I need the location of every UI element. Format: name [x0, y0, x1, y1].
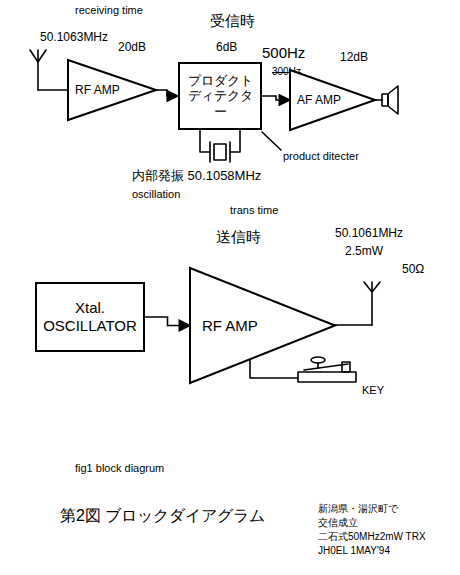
section-label: trans time	[230, 204, 278, 217]
gain-label: 12dB	[340, 50, 368, 64]
antenna-symbol	[30, 50, 68, 90]
key-symbol	[250, 357, 356, 382]
section-heading: 送信時	[216, 228, 261, 246]
leader-line	[262, 132, 281, 150]
signal-arrow	[156, 90, 178, 96]
oscillator-label: 内部発振 50.1058MHz	[132, 168, 261, 184]
antenna-symbol	[335, 282, 380, 325]
speaker-symbol	[375, 86, 398, 114]
impedance-label: 50Ω	[402, 262, 424, 276]
section-heading: 受信時	[210, 12, 255, 30]
node-text: AF AMP	[297, 93, 341, 107]
frequency-label: 50.1063MHz	[40, 30, 108, 44]
caption: 第2図 ブロックダイアグラム	[60, 506, 265, 525]
key-label: KEY	[362, 384, 384, 397]
detector-box: プロダクト ディテクター	[178, 62, 262, 130]
frequency-label: 50.1061MHz	[335, 226, 403, 240]
crystal-symbol	[200, 130, 240, 162]
note-line: JH0EL 1MAY'94	[318, 545, 390, 557]
node-text: Xtal. OSCILLATOR	[43, 299, 137, 335]
gain-label: 6dB	[216, 40, 237, 54]
note-line: 新潟県・湯沢町で	[318, 503, 398, 515]
note-line: 交信成立	[318, 517, 358, 529]
signal-arrow	[145, 317, 190, 326]
oscillator-box: Xtal. OSCILLATOR	[35, 282, 145, 352]
power-label: 2.5mW	[345, 244, 383, 258]
signal-arrow	[262, 96, 290, 100]
section-label: receiving time	[75, 4, 143, 17]
node-text: RF AMP	[75, 83, 120, 97]
note-line: 二石式50MHz2mW TRX	[318, 531, 426, 543]
amplifier-triangle: RF AMP	[190, 268, 335, 383]
amplifier-triangle: RF AMP	[68, 60, 156, 120]
figure-label: fig1 block diagrum	[75, 462, 164, 475]
annotation: oscillation	[132, 188, 180, 201]
annotation: product ditecter	[283, 150, 359, 163]
node-text: RF AMP	[202, 317, 258, 335]
amplifier-triangle: AF AMP	[290, 70, 375, 130]
gain-label: 20dB	[118, 40, 146, 54]
node-text: プロダクト ディテクター	[186, 73, 254, 120]
frequency-label: 500Hz	[262, 44, 305, 62]
